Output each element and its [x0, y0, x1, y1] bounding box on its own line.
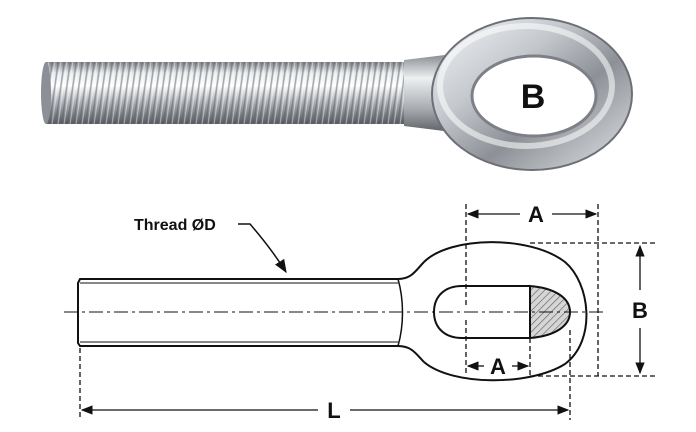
photo-eye-hole	[470, 54, 598, 138]
dimension-labels: Thread ØD A B A L	[134, 202, 648, 423]
drawing-eye-outer	[423, 241, 588, 382]
eye-bolt-drawing	[64, 241, 604, 382]
thread-label: Thread ØD	[134, 217, 216, 234]
drawing-neck	[397, 261, 425, 363]
photo-eye-label: B	[521, 78, 546, 116]
dim-a-top-label: A	[528, 202, 544, 227]
photo-shank-end	[41, 62, 51, 124]
dim-l-label: L	[327, 398, 340, 423]
thread-leader	[238, 223, 287, 274]
dim-b-label: B	[632, 298, 648, 323]
eye-bolt-photo: B	[41, 17, 633, 171]
photo-thread-ridges	[46, 62, 406, 124]
drawing-shank-outline	[77, 278, 398, 347]
dimensions	[79, 204, 656, 420]
dim-a-inner-label: A	[490, 354, 506, 379]
photo-eye-ring-highlight	[437, 23, 615, 149]
